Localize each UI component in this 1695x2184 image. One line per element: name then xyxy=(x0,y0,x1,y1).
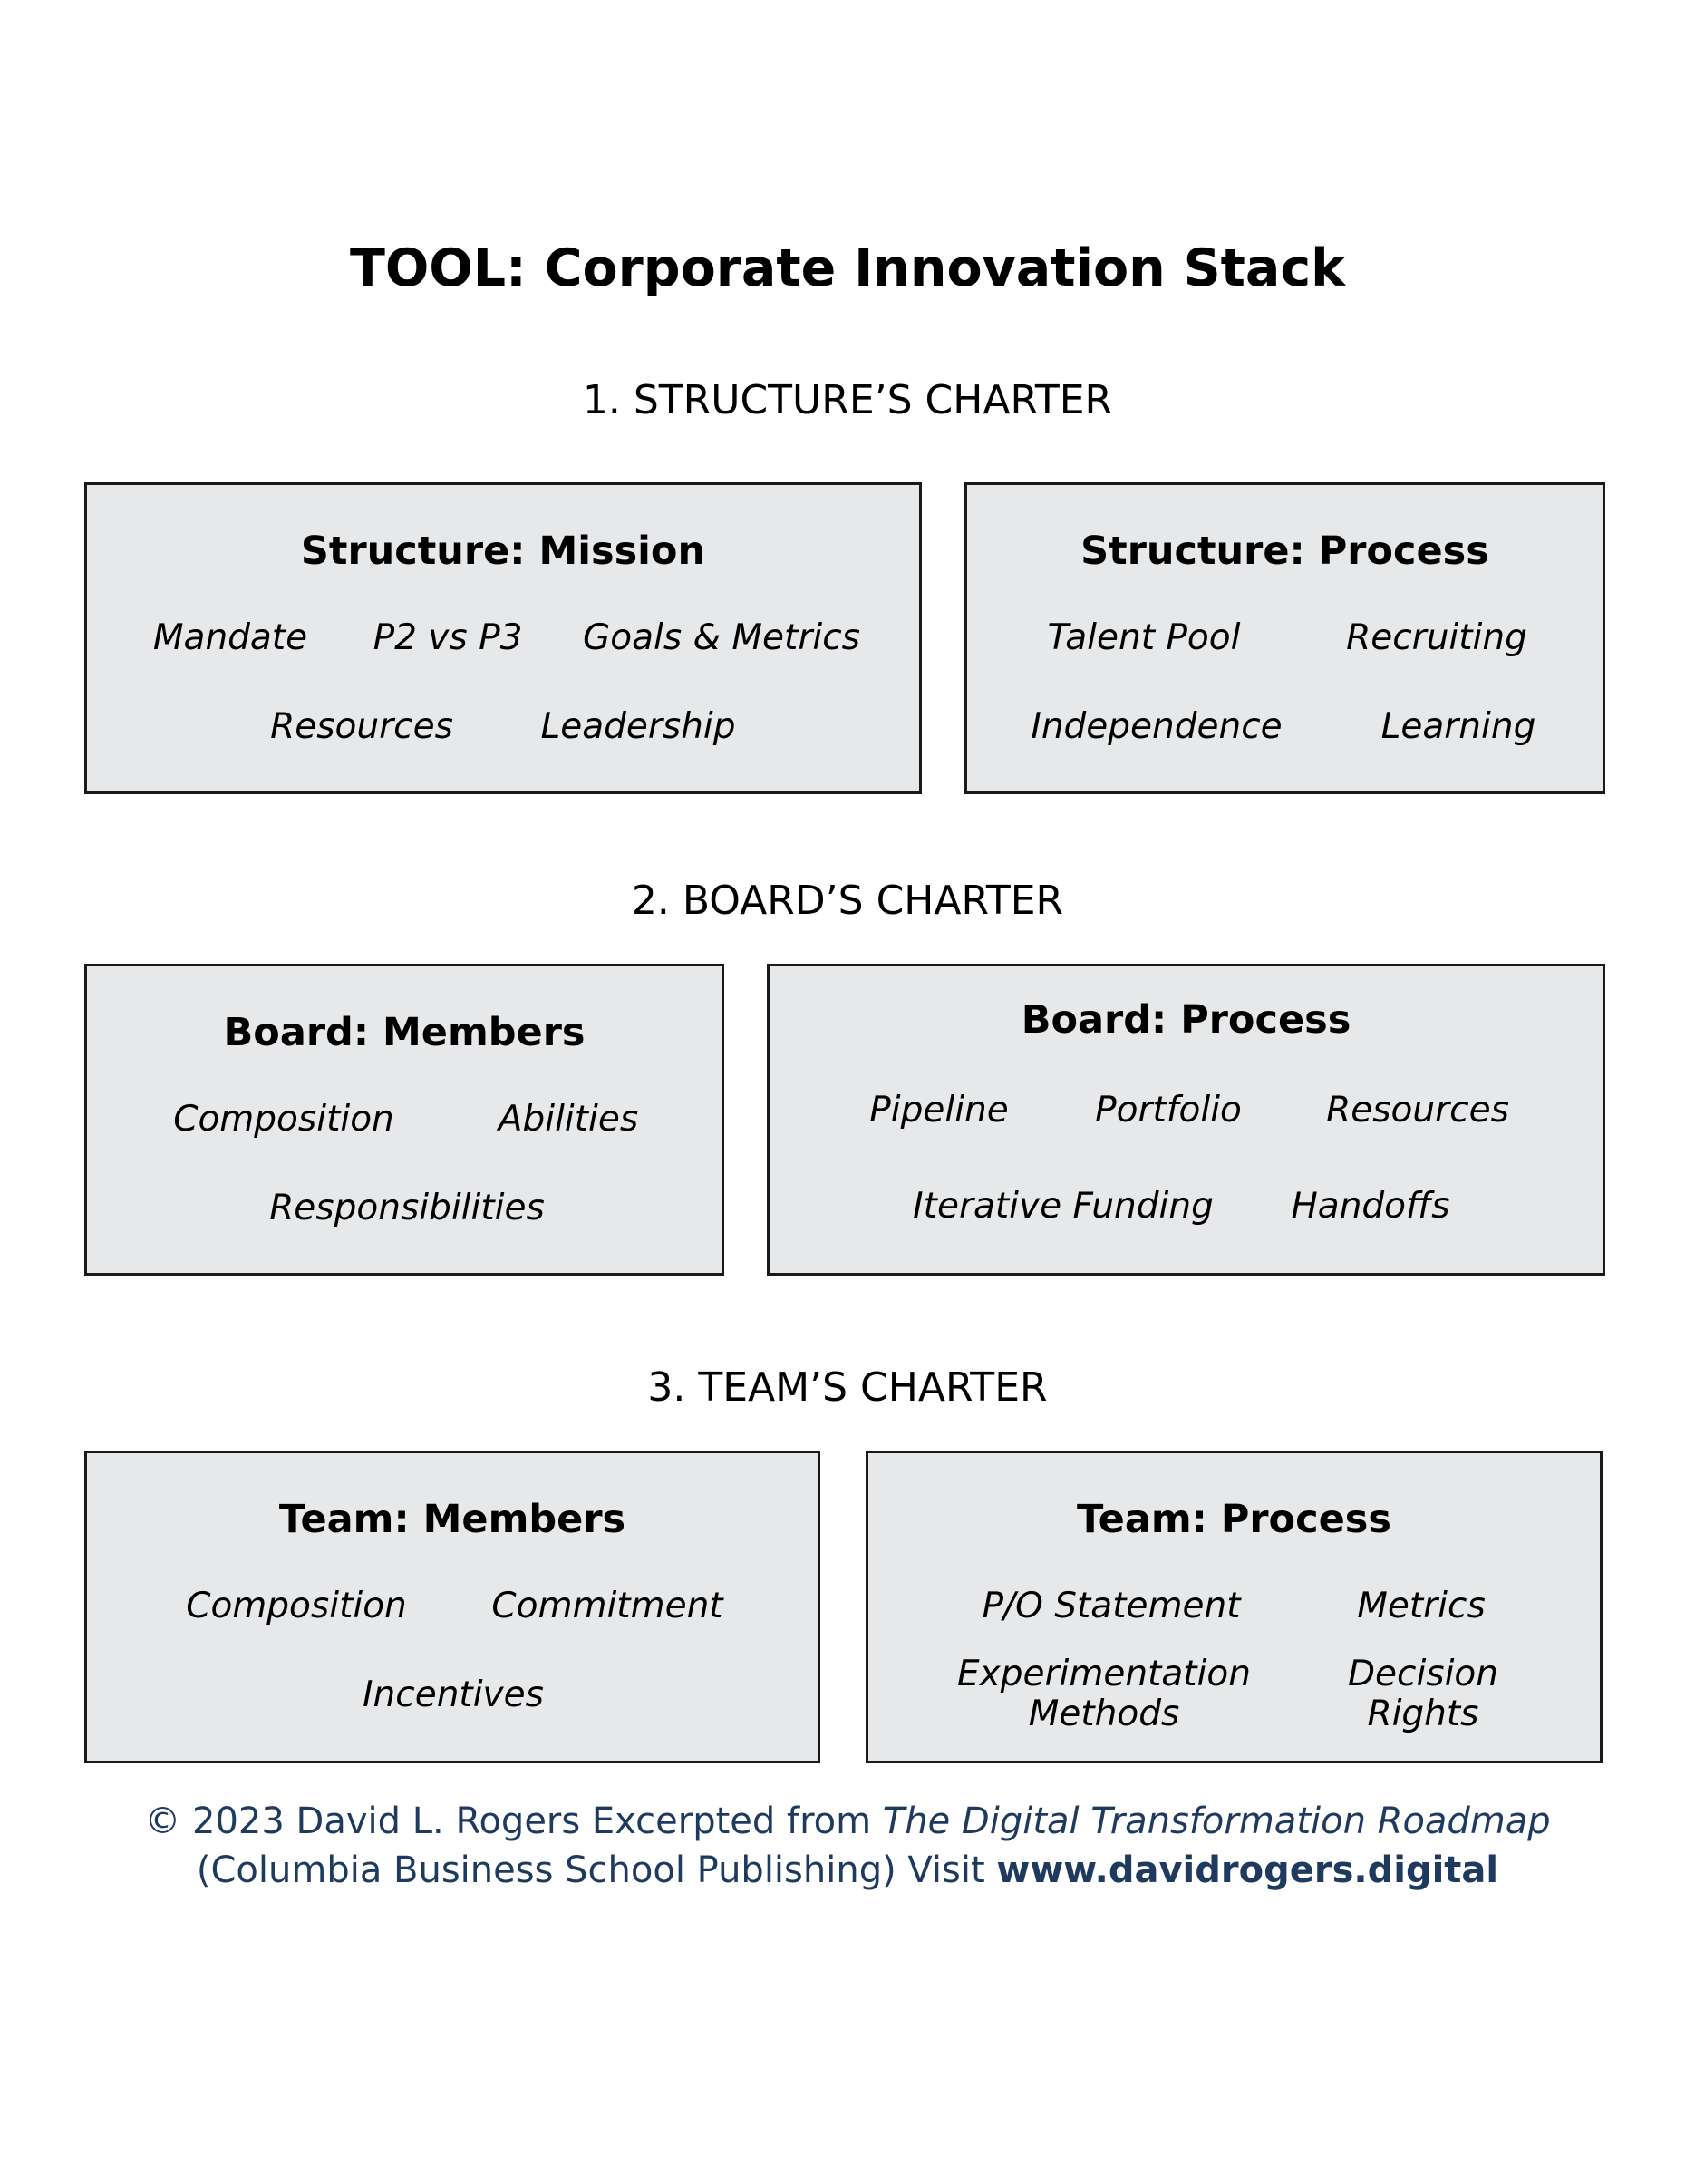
item-recruiting: Recruiting xyxy=(1346,617,1527,658)
box-title: Structure: Mission xyxy=(300,529,706,574)
box-title: Board: Members xyxy=(223,1010,586,1055)
item-portfolio: Portfolio xyxy=(1095,1090,1242,1131)
item-handoffs: Handoffs xyxy=(1291,1186,1450,1227)
footer-text: © 2023 David L. Rogers Excerpted from xyxy=(144,1801,883,1842)
item-responsibilities: Responsibilities xyxy=(269,1188,545,1228)
item-mandate: Mandate xyxy=(152,617,308,658)
item-pipeline: Pipeline xyxy=(869,1090,1009,1131)
footer-book-title: The Digital Transformation Roadmap xyxy=(882,1801,1551,1842)
footer-website-link[interactable]: www.davidrogers.digital xyxy=(996,1849,1499,1891)
section-heading-board: 2. BOARD’S CHARTER xyxy=(631,878,1064,924)
item-decision-rights: Decision Rights xyxy=(1347,1654,1499,1734)
section-heading-team: 3. TEAM’S CHARTER xyxy=(647,1364,1048,1411)
footer-text: (Columbia Business School Publishing) Vi… xyxy=(196,1849,997,1891)
box-title: Team: Members xyxy=(278,1497,626,1542)
footer-copyright: © 2023 David L. Rogers Excerpted from Th… xyxy=(0,1797,1695,1846)
box-title: Structure: Process xyxy=(1080,529,1489,574)
box-structure-process: Structure: Process Talent Pool Recruitin… xyxy=(964,482,1605,794)
item-composition: Composition xyxy=(173,1099,394,1140)
box-team-members: Team: Members Composition Commitment Inc… xyxy=(84,1451,820,1763)
item-leadership: Leadership xyxy=(540,706,736,747)
box-board-process: Board: Process Pipeline Portfolio Resour… xyxy=(767,964,1605,1276)
box-title: Team: Process xyxy=(1077,1497,1391,1542)
box-team-process: Team: Process P/O Statement Metrics Expe… xyxy=(866,1451,1603,1763)
page-title: TOOL: Corporate Innovation Stack xyxy=(349,238,1346,298)
item-abilities: Abilities xyxy=(498,1099,639,1140)
item-experimentation-methods: Experimentation Methods xyxy=(957,1654,1251,1734)
item-po-statement: P/O Statement xyxy=(982,1586,1241,1626)
item-resources: Resources xyxy=(270,706,453,747)
box-structure-mission: Structure: Mission Mandate P2 vs P3 Goal… xyxy=(84,482,922,794)
item-independence: Independence xyxy=(1031,706,1283,747)
box-title: Board: Process xyxy=(1021,997,1351,1043)
item-metrics: Metrics xyxy=(1357,1586,1486,1626)
footer-publisher: (Columbia Business School Publishing) Vi… xyxy=(0,1846,1695,1895)
item-p2-vs-p3: P2 vs P3 xyxy=(373,617,523,658)
item-goals-metrics: Goals & Metrics xyxy=(583,617,860,658)
item-iterative-funding: Iterative Funding xyxy=(913,1186,1214,1227)
item-incentives: Incentives xyxy=(363,1674,544,1715)
item-composition: Composition xyxy=(186,1586,407,1626)
item-learning: Learning xyxy=(1380,706,1536,747)
section-heading-structure: 1. STRUCTURE’S CHARTER xyxy=(582,377,1113,423)
box-board-members: Board: Members Composition Abilities Res… xyxy=(84,964,724,1276)
item-resources: Resources xyxy=(1326,1090,1509,1131)
item-commitment: Commitment xyxy=(491,1586,723,1626)
item-talent-pool: Talent Pool xyxy=(1047,617,1241,658)
